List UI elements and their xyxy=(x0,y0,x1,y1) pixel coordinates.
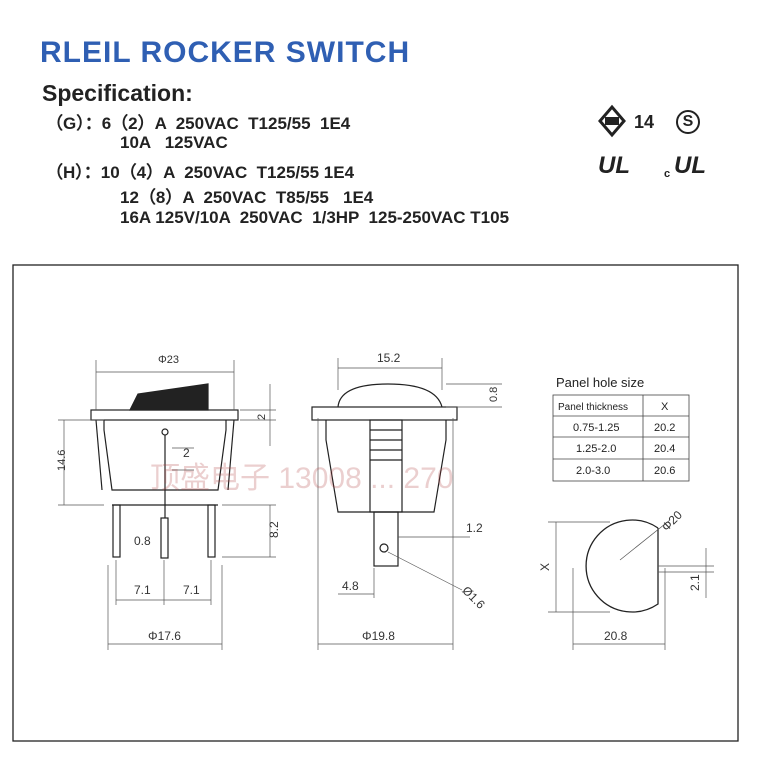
table-header-thickness: Panel thickness xyxy=(558,402,628,413)
table-row-1-thickness: 0.75-1.25 xyxy=(573,422,619,434)
front-view-dimensions xyxy=(317,358,502,650)
dim-hole: Ø1.6 xyxy=(459,583,488,612)
table-row-2-x: 20.4 xyxy=(654,443,675,455)
dim-inner: 2 xyxy=(183,446,190,460)
table-row-3-x: 20.6 xyxy=(654,465,675,477)
dim-hole-dia: Φ20 xyxy=(659,508,685,534)
table-row-1-x: 20.2 xyxy=(654,422,675,434)
table-row-2-thickness: 1.25-2.0 xyxy=(576,443,616,455)
dim-pin-height: 8.2 xyxy=(267,521,281,538)
spec-line-h2: 12（8）A 250VAC T85/55 1E4 xyxy=(120,188,374,207)
dim-pin-width: 0.8 xyxy=(134,534,151,548)
watermark: 顶盛电子 13008 ... 270 xyxy=(150,462,454,495)
dim-pitch-1: 7.1 xyxy=(134,583,151,597)
dim-pitch-2: 7.1 xyxy=(183,583,200,597)
dim-gap: 1.2 xyxy=(466,521,483,535)
dim-rocker: 0.8 xyxy=(488,387,500,402)
dim-flat: 2.1 xyxy=(688,574,702,591)
cul-mark-icon: UL xyxy=(674,152,706,179)
side-view xyxy=(90,383,239,559)
spec-line-g2: 10A 125VAC xyxy=(120,133,228,152)
dim-front-width: 15.2 xyxy=(377,351,401,365)
side-view-dimensions xyxy=(58,360,276,650)
spec-heading: Specification: xyxy=(42,80,193,106)
ul-mark-icon: UL xyxy=(598,152,630,179)
front-view xyxy=(311,383,458,567)
panel-hole-table xyxy=(552,394,690,482)
panel-table-title: Panel hole size xyxy=(556,375,644,390)
panel-hole-drawing xyxy=(585,519,659,613)
enec-number: 14 xyxy=(634,112,655,132)
s-mark-icon: S xyxy=(676,110,700,134)
enec-mark-icon xyxy=(596,104,636,138)
table-header-x: X xyxy=(661,401,669,413)
drawing-frame xyxy=(12,264,739,742)
page-title: RLEIL ROCKER SWITCH xyxy=(40,36,411,69)
spec-line-h1: （H）：10（4）A 250VAC T125/55 1E4 xyxy=(46,163,355,182)
dim-top-dia: Φ23 xyxy=(158,354,179,366)
dim-offset: 4.8 xyxy=(342,579,359,593)
spec-line-g1: （G）：6（2）A 250VAC T125/55 1E4 xyxy=(46,114,351,133)
cul-c-label: c xyxy=(664,168,671,180)
dim-hole-width: 20.8 xyxy=(604,629,628,643)
table-row-3-thickness: 2.0-3.0 xyxy=(576,465,610,477)
dim-body-dia: Φ17.6 xyxy=(148,629,181,643)
dim-front-body-dia: Φ19.8 xyxy=(362,629,395,643)
panel-hole-dimensions xyxy=(548,519,714,650)
dim-flange: 2 xyxy=(256,414,268,420)
dim-total-height: 14.6 xyxy=(56,450,68,471)
spec-line-h3: 16A 125V/10A 250VAC 1/3HP 125-250VAC T10… xyxy=(120,208,510,227)
dim-x: X xyxy=(538,563,552,571)
